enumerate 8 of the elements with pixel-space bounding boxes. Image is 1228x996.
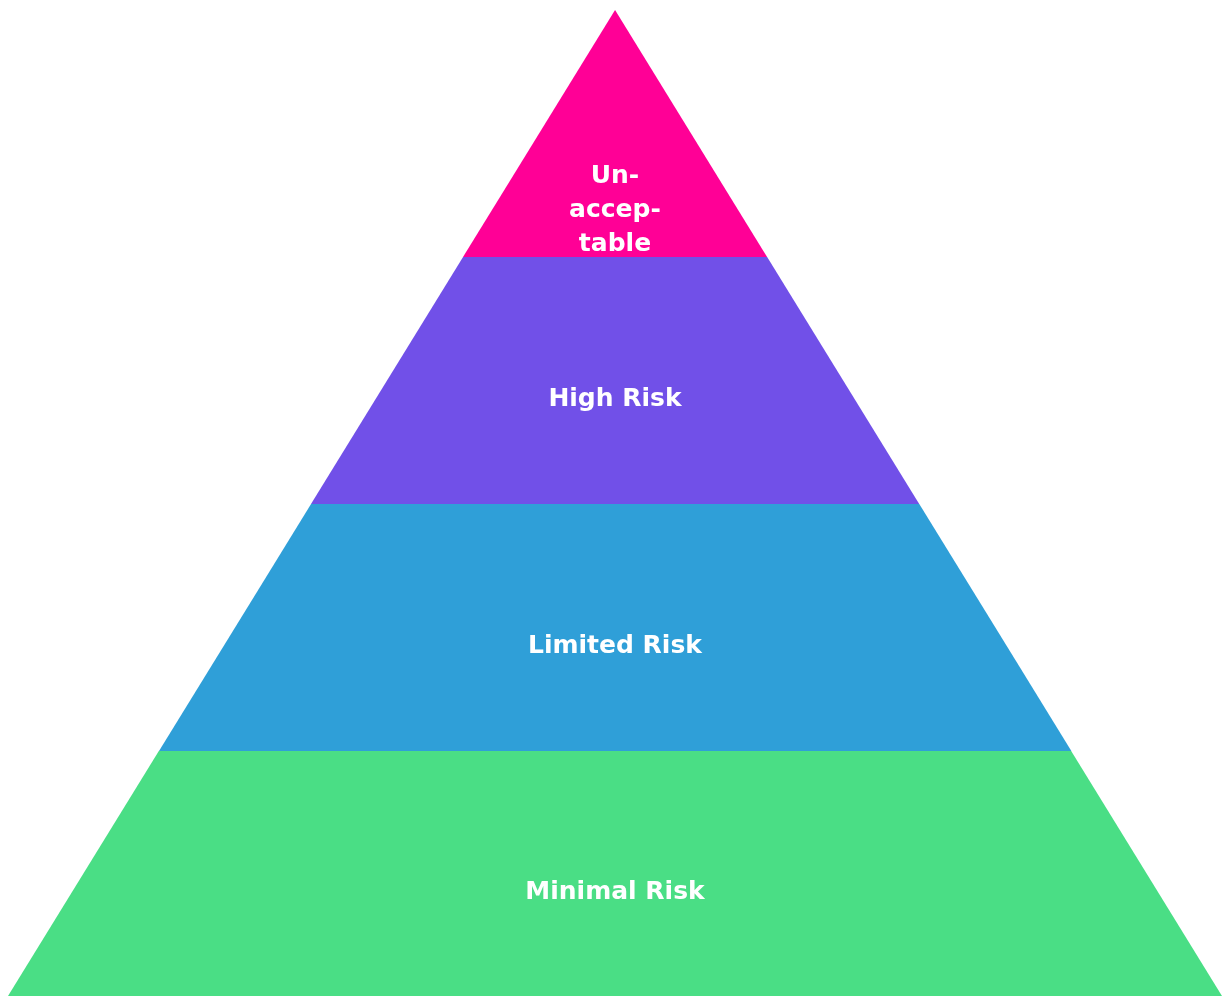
tier-label: Un-accep-table — [568, 159, 662, 260]
pyramid-tier — [158, 504, 1072, 751]
pyramid-tier — [8, 751, 1222, 996]
tier-label: Minimal Risk — [524, 874, 706, 907]
tier-label: High Risk — [547, 381, 683, 414]
tier-label: Limited Risk — [527, 628, 703, 661]
pyramid-tier — [310, 257, 920, 504]
pyramid-tier — [462, 10, 768, 257]
